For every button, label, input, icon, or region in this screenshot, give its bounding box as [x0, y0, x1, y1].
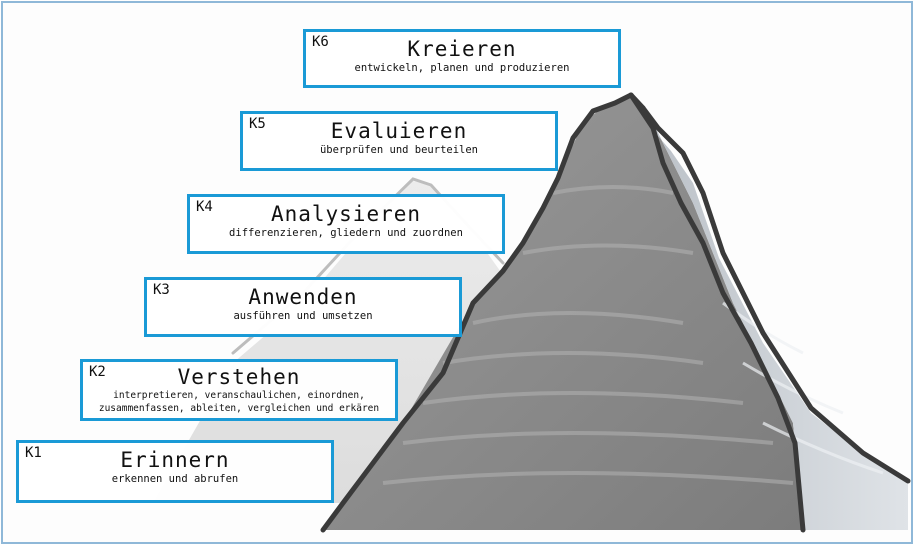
level-title: Verstehen	[83, 365, 395, 389]
level-title: Analysieren	[190, 202, 502, 226]
level-k5-box: K5 Evaluieren überprüfen und beurteilen	[240, 111, 558, 171]
level-description: interpretieren, veranschaulichen, einord…	[83, 389, 395, 415]
level-description: erkennen und abrufen	[19, 472, 331, 487]
level-k2-box: K2 Verstehen interpretieren, veranschaul…	[80, 359, 398, 421]
level-code: K5	[249, 116, 266, 132]
level-k3-box: K3 Anwenden ausführen und umsetzen	[144, 277, 462, 337]
level-description: ausführen und umsetzen	[147, 309, 459, 324]
level-title: Anwenden	[147, 285, 459, 309]
level-title: Evaluieren	[243, 119, 555, 143]
level-code: K6	[312, 34, 329, 50]
level-k6-box: K6 Kreieren entwickeln, planen und produ…	[303, 29, 621, 88]
level-k4-box: K4 Analysieren differenzieren, gliedern …	[187, 194, 505, 254]
level-code: K3	[153, 282, 170, 298]
level-k1-box: K1 Erinnern erkennen und abrufen	[16, 440, 334, 503]
level-title: Kreieren	[306, 37, 618, 61]
level-title: Erinnern	[19, 448, 331, 472]
level-description: entwickeln, planen und produzieren	[306, 61, 618, 76]
level-code: K4	[196, 199, 213, 215]
level-description: differenzieren, gliedern und zuordnen	[190, 226, 502, 241]
level-description: überprüfen und beurteilen	[243, 143, 555, 158]
level-code: K1	[25, 445, 42, 461]
level-code: K2	[89, 364, 106, 380]
